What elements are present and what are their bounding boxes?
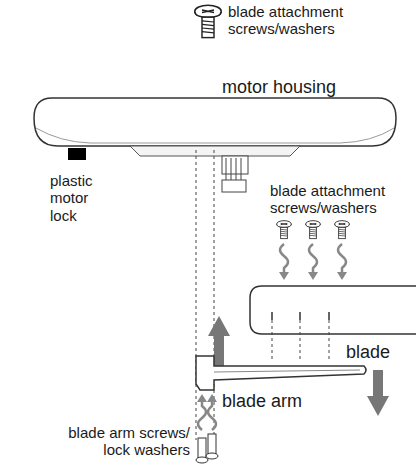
motor-housing [34, 98, 396, 146]
part-label: blade arm [222, 391, 332, 412]
part-label: plastic motor lock [50, 172, 112, 224]
part-label: blade [346, 342, 406, 363]
arm-screws [196, 394, 218, 463]
part-label: motor housing [222, 77, 372, 98]
part-label: blade attachment screws/washers [228, 3, 358, 38]
screw-icon [195, 5, 221, 37]
part-label: blade attachment screws/washers [270, 182, 405, 217]
screws [277, 221, 350, 280]
blade-shape [250, 286, 416, 334]
blade-arm [196, 356, 366, 390]
motor-lock [68, 148, 86, 160]
arrow-down [367, 370, 389, 416]
part-label: blade arm screws/ lock washers [40, 424, 190, 459]
